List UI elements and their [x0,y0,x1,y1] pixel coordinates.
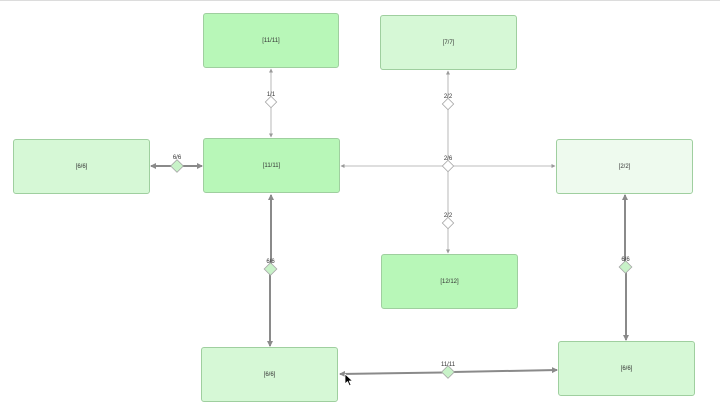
edge-label: 2/2 [444,94,453,100]
edge-connector-diamond[interactable] [263,262,278,276]
edge-label: 6/6 [173,155,182,161]
edge-n7-n8[interactable]: 11/11 [339,362,558,379]
edge-label: 6/6 [266,259,275,265]
node-label: [12/12] [440,278,459,285]
arrow-pointer-icon [344,373,353,387]
node-label: [2/2] [618,163,631,170]
edge-label: 2/6 [444,156,453,162]
edge-n1-n4[interactable]: 1/1 [264,68,278,138]
node-center-left[interactable]: [11/11] [203,138,340,193]
edge-n3-n4[interactable]: 6/6 [150,155,203,173]
edge-hub-n4-n5[interactable]: 2/6 [340,156,556,173]
node-bottom-right[interactable]: [6/6] [558,341,695,396]
node-label: [11/11] [262,37,280,44]
node-label: [11/11] [262,162,281,169]
node-left[interactable]: [6/6] [13,139,150,194]
node-label: [6/6] [263,371,276,378]
edge-connector-diamond[interactable] [170,159,184,173]
edge-connector-diamond[interactable] [441,365,455,379]
edge-label: 6/6 [621,257,630,263]
edge-connector-diamond[interactable] [264,95,278,109]
edge-hub-n6[interactable]: 2/2 [441,171,455,254]
edge-label: 2/2 [444,213,453,219]
node-bottom-center[interactable]: [12/12] [381,254,518,309]
edge-connector-diamond[interactable] [441,159,455,173]
node-top-right[interactable]: [7/7] [380,15,517,70]
node-bottom-left[interactable]: [6/6] [201,347,338,402]
edge-label: 1/1 [267,92,276,98]
node-label: [6/6] [75,163,88,170]
edge-connector-diamond[interactable] [441,216,455,230]
node-label: [6/6] [620,365,633,372]
node-label: [7/7] [442,39,455,46]
node-top-left[interactable]: [11/11] [203,13,339,68]
edge-n2-hub[interactable]: 2/2 [441,70,455,161]
edge-label: 11/11 [441,362,456,368]
edge-n4-n7[interactable]: 6/6 [263,194,278,347]
edge-connector-diamond[interactable] [441,97,455,111]
edge-n5-n8[interactable]: 6/6 [618,194,633,341]
node-right[interactable]: [2/2] [556,139,693,194]
edge-connector-diamond[interactable] [618,260,633,274]
